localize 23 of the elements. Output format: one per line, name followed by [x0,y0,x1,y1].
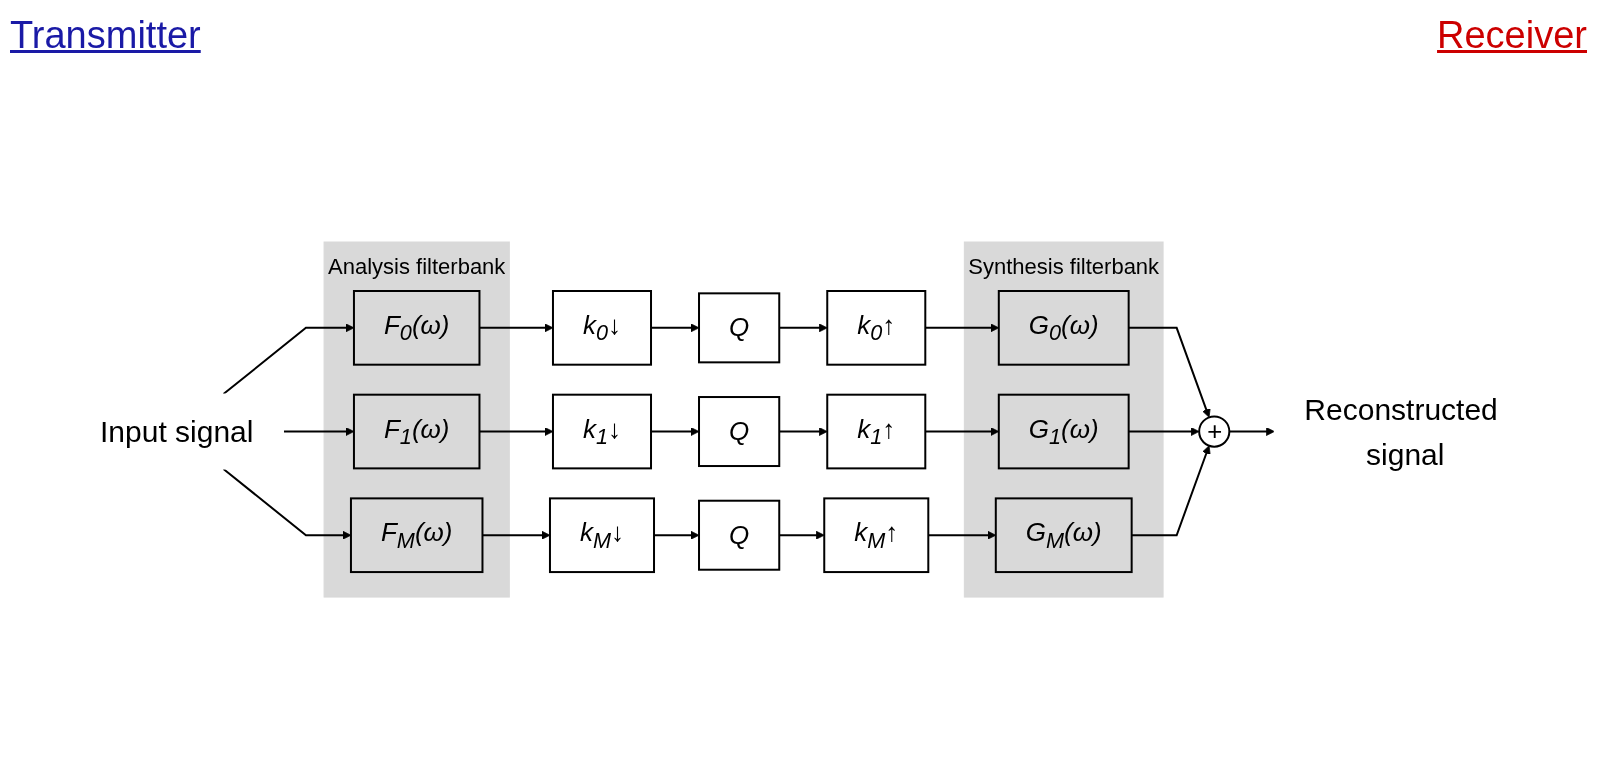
side-heading: Transmitter [10,14,201,57]
node-circle: + [1198,415,1231,449]
arrow [222,323,355,396]
node-box: Q [698,396,781,468]
side-heading: Receiver [1437,14,1587,57]
arrow [222,468,352,541]
node-box: Q [698,292,781,364]
node-box: k$_{0}$↑ [826,290,927,367]
node-box: k$_{1}$↑ [826,394,927,470]
node-text: Input signal [100,415,254,449]
node-box: k$_{1}$↓ [552,394,653,470]
node-box: F$_{M}$(ω) [350,497,484,574]
arrow [282,427,355,437]
node-box: k$_{0}$↓ [552,290,653,367]
node-box: F$_{0}$(ω) [353,290,481,367]
node-box: k$_{M}$↓ [549,497,656,574]
node-text: Reconstructed signal [1304,393,1499,471]
node-box: k$_{M}$↑ [823,497,930,574]
node-box: G$_{M}$(ω) [995,497,1134,574]
node-box: G$_{0}$(ω) [998,290,1131,367]
node-box: F$_{1}$(ω) [353,394,481,470]
node-box: Q [698,500,781,572]
node-box: G$_{1}$(ω) [998,394,1131,470]
